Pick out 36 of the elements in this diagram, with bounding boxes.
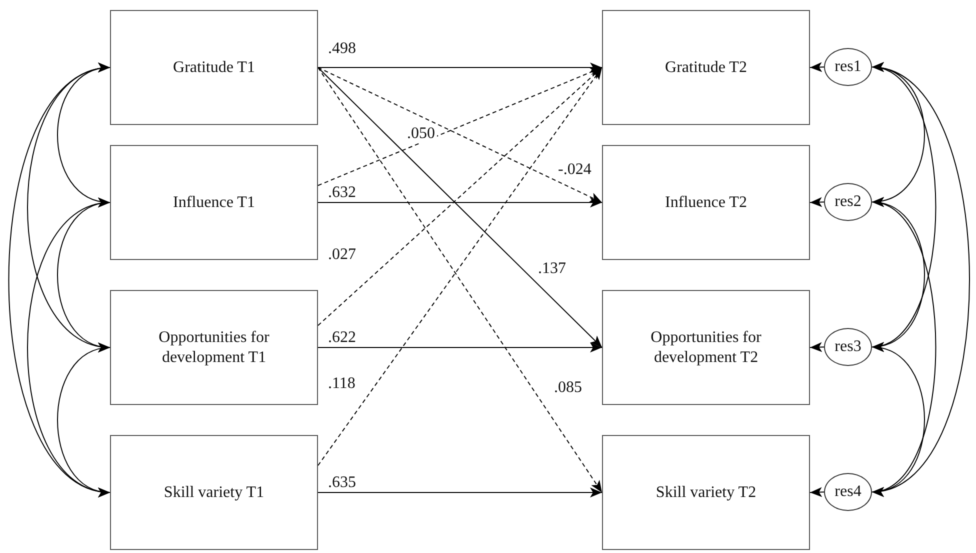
path-arrow [318, 488, 602, 498]
path-arrow [810, 62, 824, 72]
residual-ellipse [824, 328, 872, 366]
residual-name: res1 [834, 57, 862, 77]
path-arrow [810, 487, 824, 498]
path-arrow [318, 342, 602, 352]
variable-name: Gratitude T1 [172, 58, 256, 78]
covariance-arrow [27, 200, 110, 495]
variable-name: Influence T2 [664, 192, 748, 212]
covariance-arrow [8, 66, 110, 494]
variable-name: Skill variety T2 [654, 482, 758, 502]
variable-box [110, 10, 318, 125]
path-arrow [318, 198, 602, 208]
path-arrow [810, 197, 824, 208]
variable-box [602, 435, 810, 550]
variable-box [602, 145, 810, 260]
residual-ellipse [824, 48, 872, 86]
variable-box [602, 10, 810, 125]
variable-name: Opportunities for development T2 [650, 328, 762, 368]
variable-name: Influence T1 [172, 192, 256, 212]
variable-box [602, 290, 810, 405]
residual-name: res3 [834, 337, 862, 357]
edge-label: .050 [405, 125, 437, 143]
residual-name: res2 [834, 192, 862, 212]
variable-name: Gratitude T2 [664, 58, 748, 78]
residual-ellipse [824, 473, 872, 511]
variable-name: Skill variety T1 [162, 482, 266, 502]
covariance-arrow [57, 344, 110, 496]
variable-name: Opportunities for development T1 [158, 328, 270, 368]
variable-box [110, 290, 318, 405]
variable-box [110, 435, 318, 550]
path-arrow [318, 62, 602, 72]
residual-ellipse [824, 183, 872, 221]
variable-box [110, 145, 318, 260]
path-arrow [810, 342, 824, 352]
residual-name: res4 [834, 482, 862, 502]
